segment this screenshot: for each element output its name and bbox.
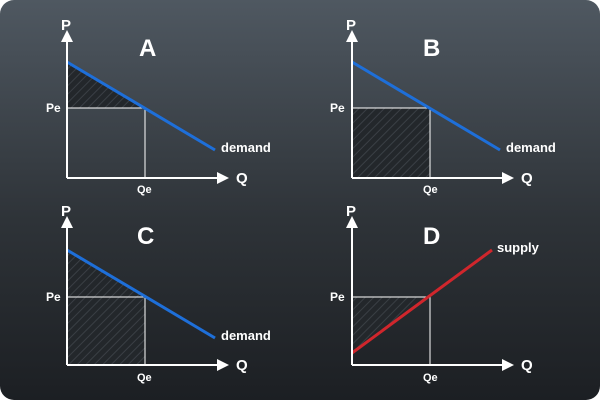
- supply-curve: [351, 248, 493, 355]
- quantity-label: Qe: [137, 184, 152, 196]
- q-axis-label: Q: [521, 357, 533, 374]
- quantity-label: Qe: [423, 184, 438, 196]
- quantity-label: Qe: [423, 372, 438, 384]
- panel-letter: B: [423, 35, 440, 62]
- q-axis-label: Q: [236, 357, 248, 374]
- p-axis-arrow: [346, 30, 358, 42]
- price-label: Pe: [330, 290, 345, 304]
- price-label: Pe: [330, 101, 345, 115]
- total-area-shade: [67, 250, 145, 365]
- expenditure-shade: [352, 108, 430, 178]
- panel-a: A P Q Pe Qe demand: [46, 17, 271, 196]
- panel-c: C P Q Pe Qe demand: [46, 203, 271, 384]
- panel-letter: C: [137, 223, 154, 250]
- demand-curve: [66, 60, 216, 152]
- q-axis-arrow: [502, 172, 514, 184]
- q-axis-arrow: [217, 359, 229, 371]
- curve-label: demand: [506, 140, 556, 155]
- curve-label: supply: [497, 240, 540, 255]
- p-axis-arrow: [346, 216, 358, 228]
- q-axis-label: Q: [236, 170, 248, 187]
- p-axis-label: P: [61, 203, 71, 220]
- p-axis-label: P: [61, 17, 71, 34]
- panel-letter: D: [423, 223, 440, 250]
- p-axis-label: P: [346, 17, 356, 34]
- curve-label: demand: [221, 140, 271, 155]
- panel-d: D P Q Pe Qe supply: [330, 203, 540, 384]
- p-axis-arrow: [61, 216, 73, 228]
- price-label: Pe: [46, 101, 61, 115]
- demand-curve: [66, 248, 216, 340]
- panel-b: B P Q Pe Qe demand: [330, 17, 556, 196]
- quantity-label: Qe: [137, 372, 152, 384]
- price-label: Pe: [46, 290, 61, 304]
- demand-curve: [351, 60, 501, 152]
- p-axis-label: P: [346, 203, 356, 220]
- panel-letter: A: [139, 35, 156, 62]
- q-axis-arrow: [217, 172, 229, 184]
- p-axis-arrow: [61, 30, 73, 42]
- curve-label: demand: [221, 328, 271, 343]
- q-axis-label: Q: [521, 170, 533, 187]
- q-axis-arrow: [502, 359, 514, 371]
